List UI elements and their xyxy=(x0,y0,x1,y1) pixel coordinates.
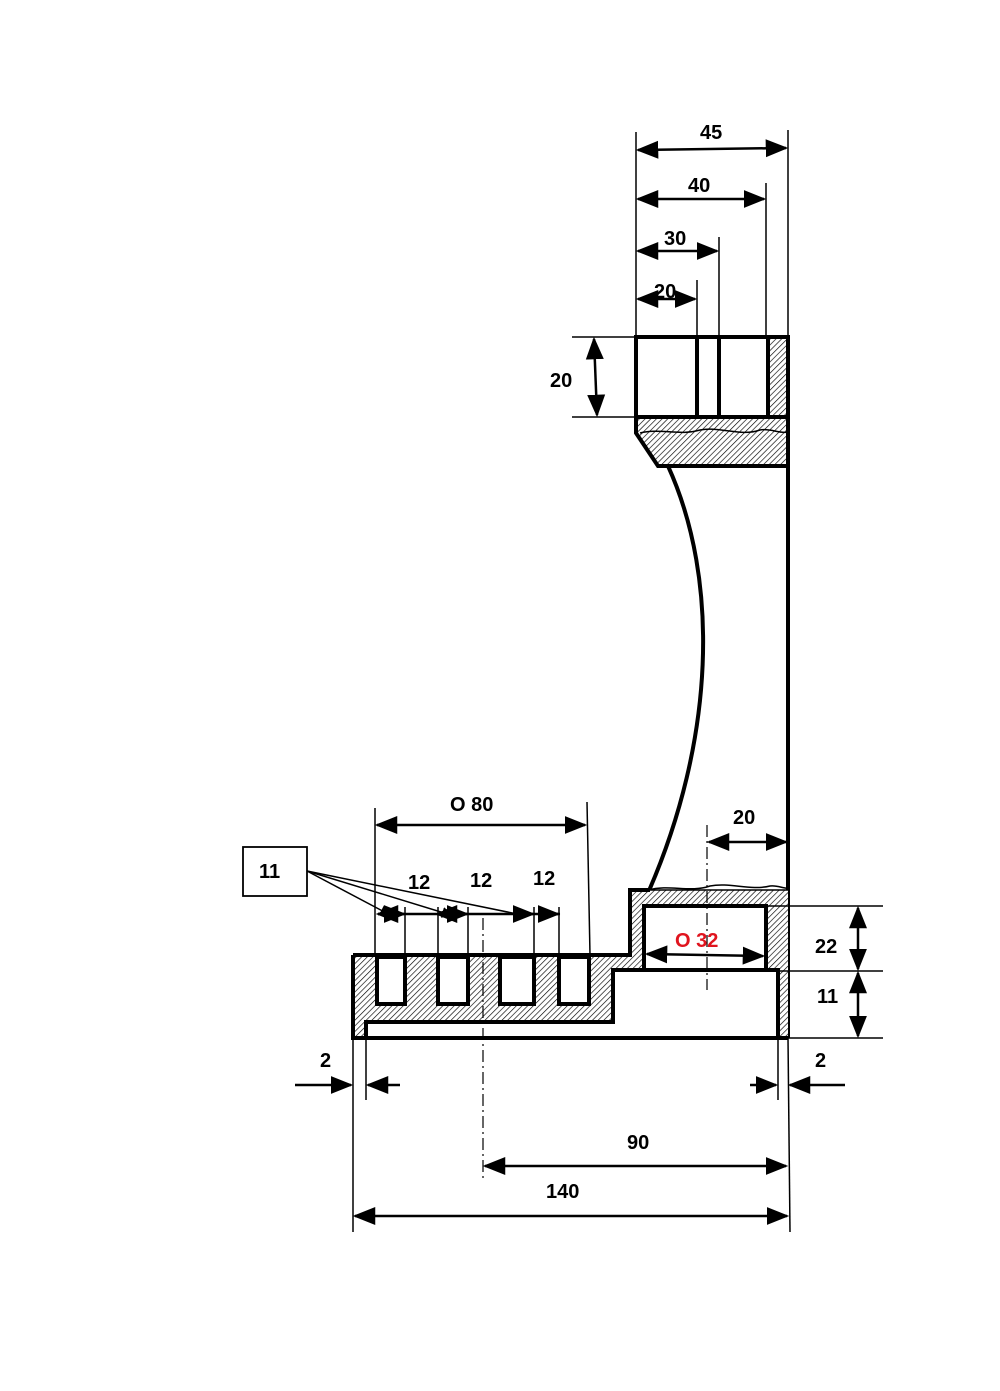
dim-diam-32: O 32 xyxy=(675,930,718,952)
dim-top-40: 40 xyxy=(688,175,710,197)
dim-height-11: 11 xyxy=(817,986,838,1008)
dim-gap-right-2: 2 xyxy=(815,1050,826,1072)
top-block xyxy=(634,335,790,468)
dim-right-20: 20 xyxy=(733,807,755,829)
callout-11-label: 11 xyxy=(259,861,280,883)
bottom-dimensions xyxy=(295,1037,845,1233)
dim-length-140: 140 xyxy=(546,1181,579,1203)
dim-height-20: 20 xyxy=(550,370,572,392)
dim-top-20: 20 xyxy=(654,281,676,303)
dim-length-90: 90 xyxy=(627,1132,649,1154)
dim-diam-80: O 80 xyxy=(450,794,493,816)
dim-height-22: 22 xyxy=(815,936,837,958)
dim-slot-12-b: 12 xyxy=(470,870,492,892)
base-block xyxy=(351,884,789,1040)
dim-slot-12-a: 12 xyxy=(408,872,430,894)
dim-gap-left-2: 2 xyxy=(320,1050,331,1072)
middle-dimensions xyxy=(242,801,883,1039)
dim-top-45: 45 xyxy=(700,122,722,144)
dim-top-30: 30 xyxy=(664,228,686,250)
top-dimensions xyxy=(572,130,789,418)
dim-slot-12-c: 12 xyxy=(533,868,555,890)
